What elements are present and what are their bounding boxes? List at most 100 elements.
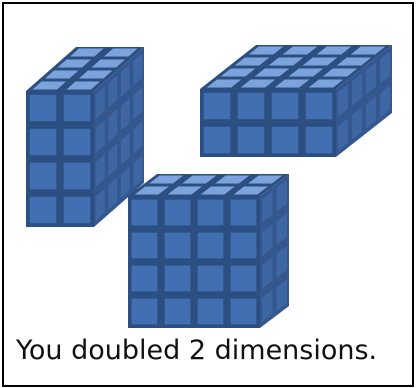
cube-top-tile [134,186,169,195]
cube-front-tile [305,126,333,154]
cube-front-tile [305,92,333,120]
cube-side-tile [95,188,105,221]
cube-front-tile [131,232,158,259]
cube-top-tile [200,186,235,195]
cube-side-tile [108,177,118,210]
cube-side-tile [120,132,130,165]
cube-side-tile [262,191,273,223]
cube-side-tile [95,86,105,119]
cube-side-tile [379,85,391,118]
cube-front-tile [29,128,57,156]
cube-front-tile [131,199,158,226]
cube-top-tile [302,57,338,66]
cube-top-tile [336,57,372,66]
cube-side-tile [133,121,143,154]
block-wide-side-face [336,45,392,157]
cube-side-tile [108,75,118,108]
block-wide-top-face [200,45,392,89]
cube-top-tile [149,175,184,184]
cube-front-tile [237,126,265,154]
cube-side-tile [133,53,143,86]
cube-side-tile [337,118,349,151]
cube-top-tile [70,48,104,57]
block-tall [26,47,144,227]
cube-side-tile [262,257,273,289]
cube-front-tile [164,265,191,292]
cube-side-tile [262,224,273,256]
cube-front-tile [164,199,191,226]
cube-side-tile [108,143,118,176]
block-tall-front-face [26,91,94,227]
cube-front-tile [63,94,91,122]
cube-top-tile [288,68,324,77]
cube-front-tile [230,265,257,292]
cube-top-tile [308,79,344,88]
cube-front-tile [197,265,224,292]
cube-side-tile [351,107,363,140]
cube-front-tile [164,298,191,325]
cube-front-tile [29,94,57,122]
cube-side-tile [120,98,130,131]
cube-top-tile [274,79,310,88]
block-tall-top-face [26,47,144,91]
cube-side-tile [365,96,377,129]
cube-top-tile [182,175,217,184]
cube-side-tile [337,84,349,117]
cube-top-tile [215,175,250,184]
cube-top-tile [316,46,352,55]
cube-top-tile [254,68,290,77]
cube-front-tile [203,92,231,120]
cube-front-tile [63,196,91,224]
cube-top-tile [79,70,113,79]
cube-side-tile [276,246,287,278]
cube-side-tile [133,87,143,120]
cube-top-tile [282,46,318,55]
cube-front-tile [230,199,257,226]
cube-front-tile [230,232,257,259]
caption-text: You doubled 2 dimensions. [16,335,378,366]
cube-side-tile [95,120,105,153]
cube-top-tile [248,175,283,184]
block-square-front-face [128,196,260,328]
cube-top-tile [57,59,91,68]
cube-front-tile [29,196,57,224]
cube-front-tile [131,298,158,325]
cube-front-tile [271,92,299,120]
cube-front-tile [63,128,91,156]
cube-front-tile [63,162,91,190]
cube-top-tile [268,57,304,66]
cube-top-tile [233,186,268,195]
cube-top-tile [91,59,125,68]
cube-side-tile [276,279,287,311]
cube-front-tile [197,199,224,226]
cube-side-tile [379,51,391,84]
cube-front-tile [197,232,224,259]
cube-top-tile [350,46,386,55]
cube-side-tile [120,166,130,199]
cube-top-tile [240,79,276,88]
cube-top-tile [104,48,138,57]
cube-top-tile [322,68,358,77]
cube-top-tile [167,186,202,195]
cube-front-tile [203,126,231,154]
cube-front-tile [237,92,265,120]
cube-top-tile [234,57,270,66]
block-square [128,174,289,328]
cube-side-tile [351,73,363,106]
cube-side-tile [276,213,287,245]
cube-top-tile [206,79,242,88]
cube-top-tile [32,81,66,90]
cube-side-tile [133,155,143,188]
cube-top-tile [66,81,100,90]
cube-front-tile [271,126,299,154]
block-wide [200,45,392,157]
cube-side-tile [108,109,118,142]
cube-top-tile [220,68,256,77]
cube-side-tile [95,154,105,187]
cube-front-tile [197,298,224,325]
cube-side-tile [262,290,273,322]
cube-front-tile [164,232,191,259]
cube-top-tile [248,46,284,55]
